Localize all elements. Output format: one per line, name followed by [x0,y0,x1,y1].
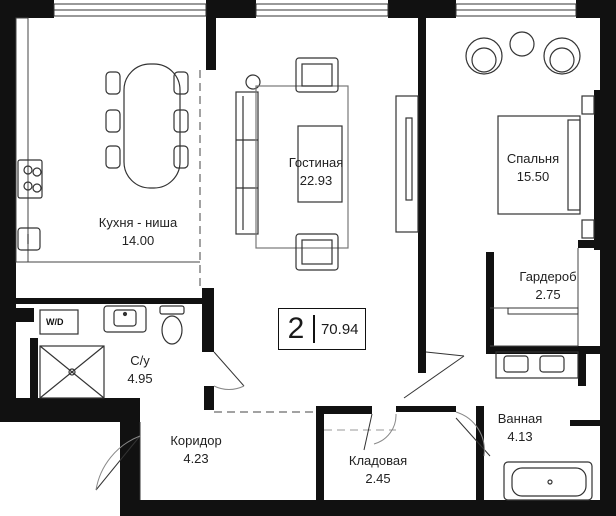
room-label-storage: Кладовая 2.45 [338,452,418,488]
room-area: 2.75 [535,287,561,302]
living-furniture [235,57,419,271]
total-area: 70.94 [320,320,359,338]
room-label-bathroom-wc: С/у 4.95 [110,352,170,388]
room-label-wardrobe: Гардероб 2.75 [508,268,588,304]
room-label-corridor: Коридор 4.23 [156,432,236,468]
washer-dryer-label: W/D [46,317,64,327]
doors [95,351,491,500]
room-name: Коридор [170,433,222,448]
room-label-kitchen: Кухня - ниша 14.00 [78,214,198,250]
bathroom-wc-fixtures [39,305,185,399]
apartment-summary-badge: 2 70.94 [278,308,366,350]
rooms-count: 2 [287,312,305,345]
room-name: Кухня - ниша [98,215,178,230]
room-area: 14.00 [121,233,155,248]
bedroom-furniture [465,31,595,239]
room-name: С/у [130,353,150,368]
room-area: 4.23 [183,451,209,466]
room-name: Гардероб [519,269,577,284]
room-area: 4.95 [127,371,153,386]
room-label-living: Гостиная 22.93 [276,154,356,190]
room-area: 4.13 [507,429,533,444]
room-name: Спальня [506,151,560,166]
wardrobe-shelves [507,307,579,315]
room-name: Кладовая [348,453,408,468]
room-area: 22.93 [299,173,333,188]
room-area: 2.45 [365,471,391,486]
room-area: 15.50 [516,169,550,184]
room-label-bedroom: Спальня 15.50 [498,150,568,186]
room-label-bath: Ванная 4.13 [488,410,552,446]
badge-divider [313,315,315,343]
room-name: Гостиная [288,155,344,170]
bath-fixtures [495,351,593,501]
windows [53,3,577,17]
room-name: Ванная [497,411,543,426]
kitchen-furniture [17,63,189,251]
